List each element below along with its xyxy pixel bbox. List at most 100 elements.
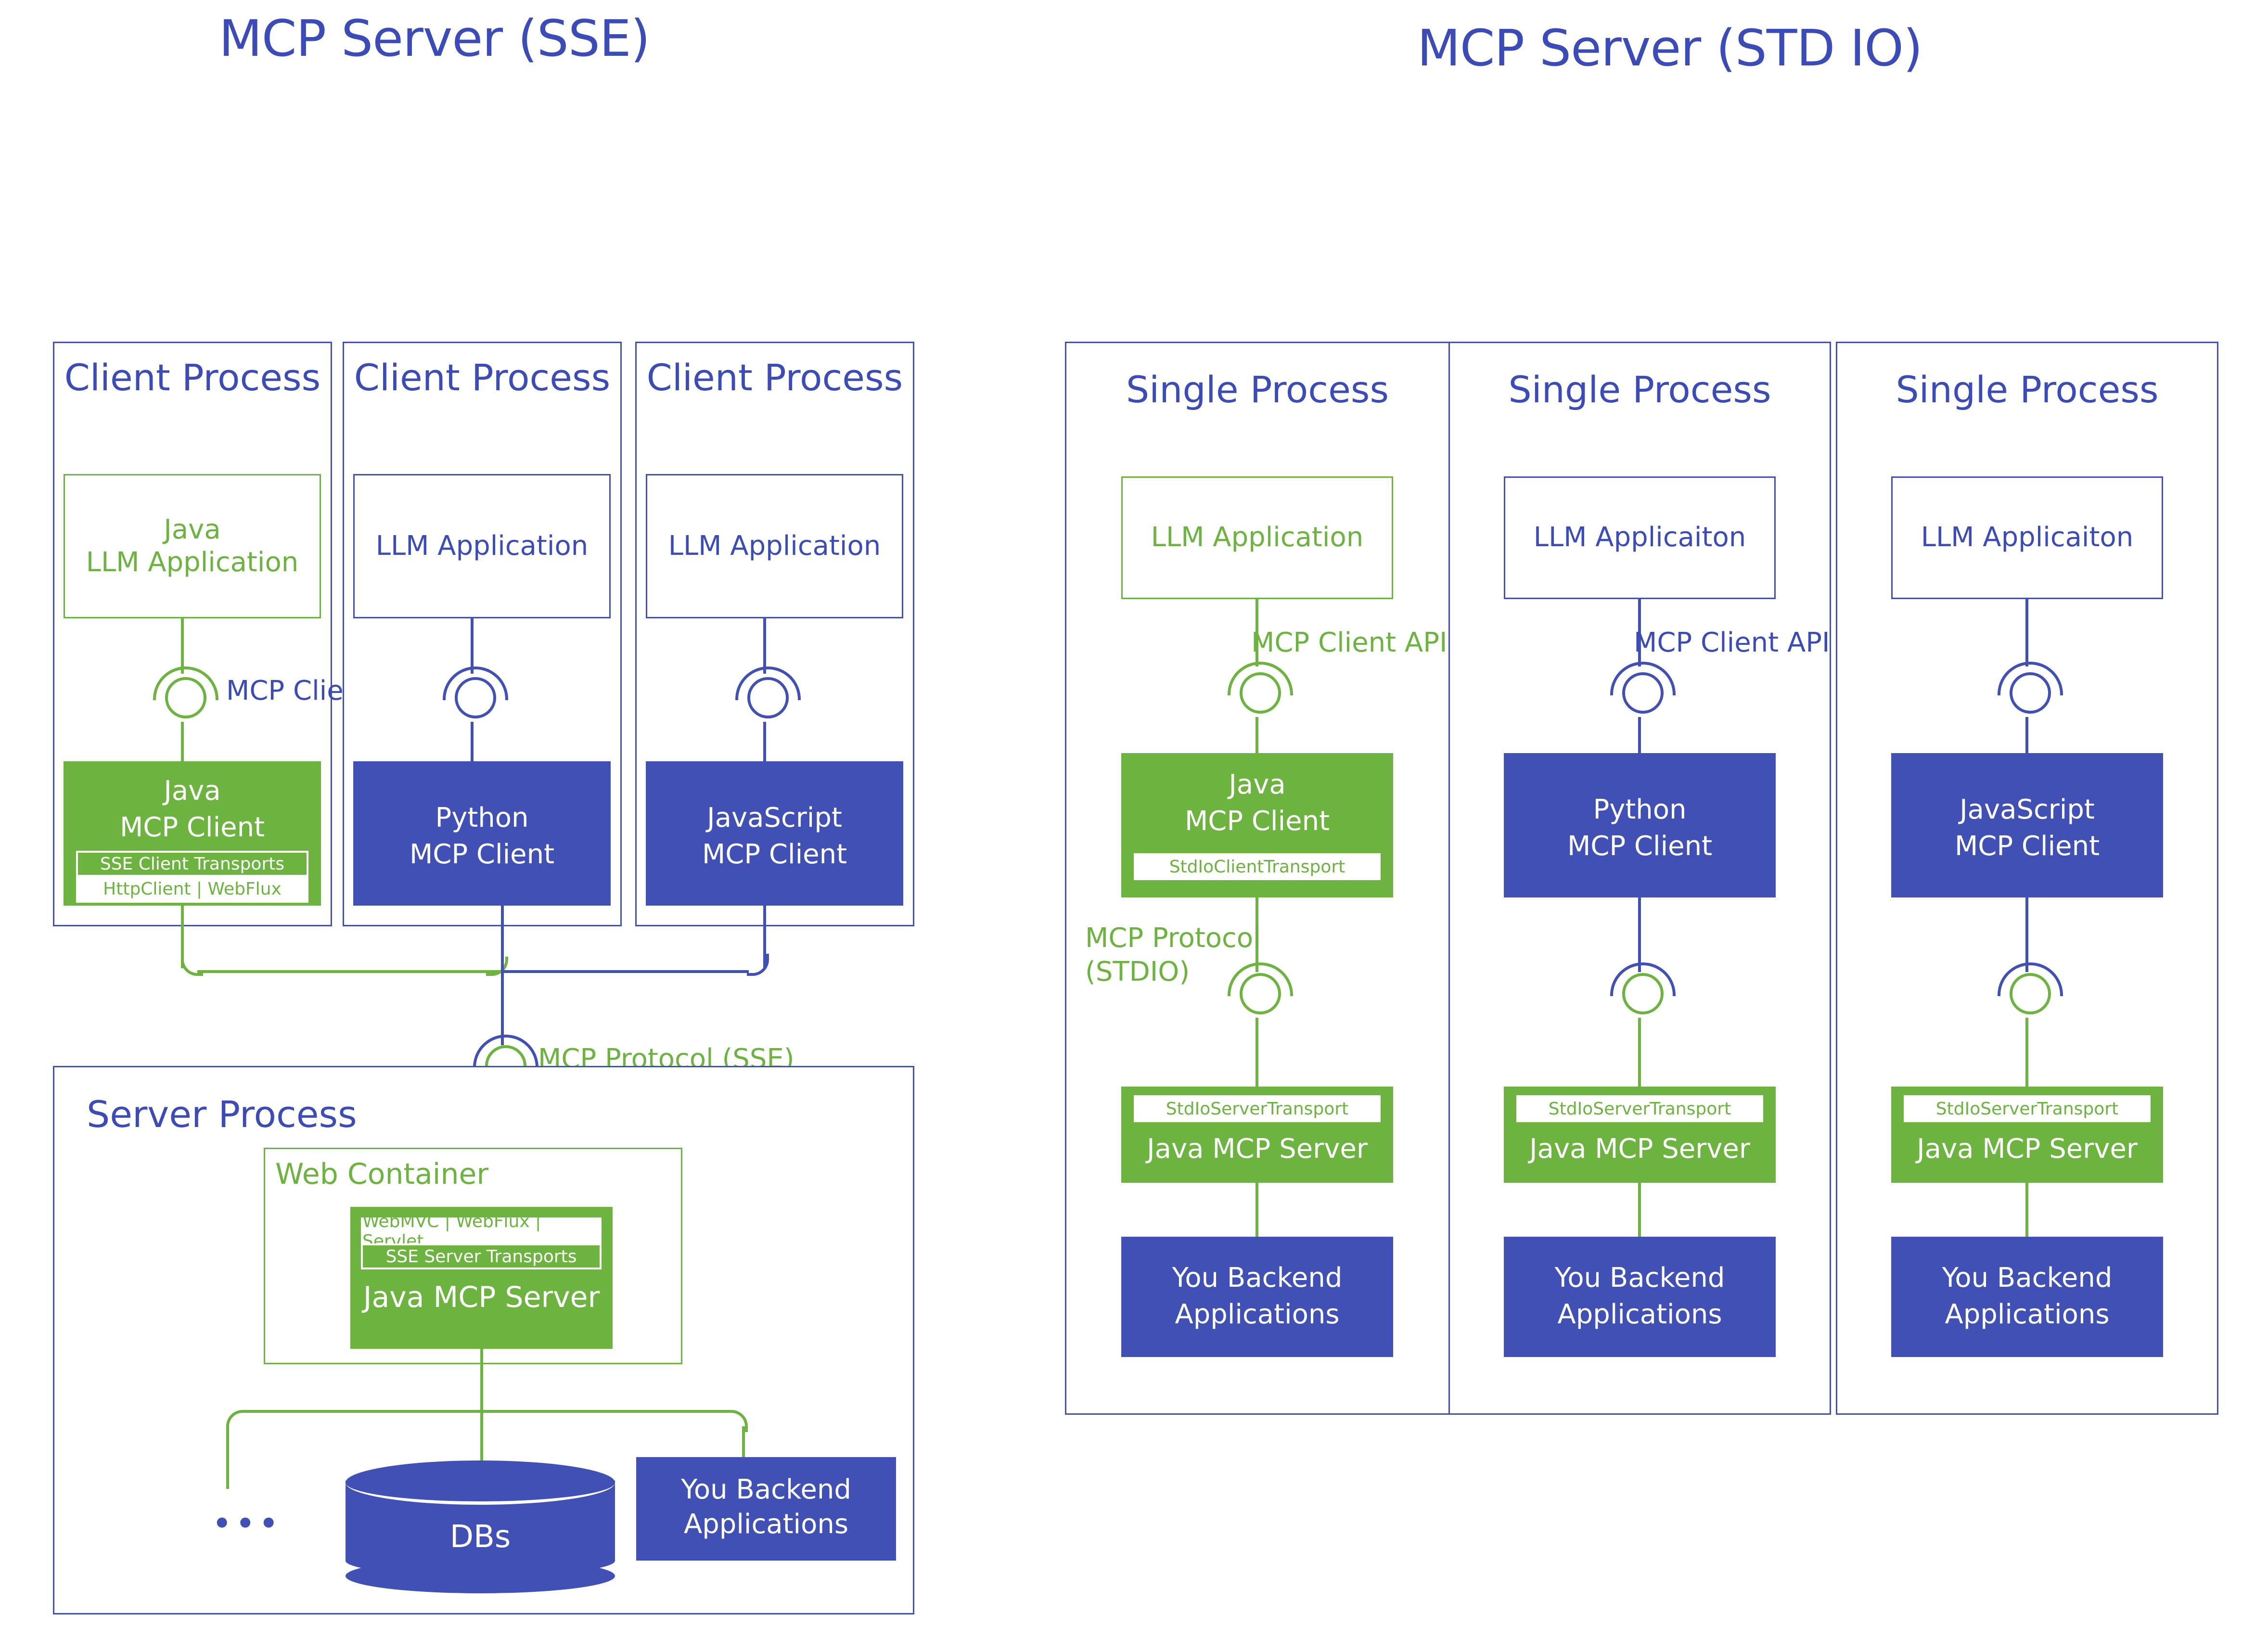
backend-elbow-left [226, 1410, 248, 1432]
stdio-line-app2-b [1638, 717, 1641, 756]
stdio-client-1-line1: Java [1229, 769, 1286, 800]
mcp-client-2-line1: Python [435, 802, 529, 833]
connector-line-app1 [181, 618, 184, 674]
right-diagram-title: MCP Server (STD IO) [1417, 19, 1923, 77]
stdio-proto-line-1 [1256, 897, 1258, 972]
stdio-server-backend-line-3 [2025, 1183, 2028, 1238]
stdio-client-api-label-1: MCP Client API [1251, 627, 1448, 658]
java-mcp-server-box-sse: WebMVC | WebFlux | Servlet SSE Server Tr… [350, 1207, 613, 1349]
backend-apps-sse-line1: You Backend [681, 1474, 851, 1505]
llm-application-box-3: LLM Application [646, 474, 903, 618]
mcp-client-1-line2: MCP Client [119, 812, 265, 843]
connector-line-app3 [763, 618, 766, 674]
stdio-mcp-client-box-1: Java MCP Client StdIoClientTransport [1121, 753, 1393, 897]
bus-line-client3-down [763, 906, 766, 968]
mcp-client-2-line2: MCP Client [409, 839, 555, 870]
sse-server-transports-detail: WebMVC | WebFlux | Servlet [361, 1212, 602, 1251]
client-process-2-label: Client Process [354, 356, 611, 399]
stdio-protocol-connector-2 [1609, 962, 1676, 1024]
database-label: DBs [449, 1519, 511, 1555]
stdio-proto-line-3b [2025, 1018, 2028, 1090]
stdio-java-server-label-3: Java MCP Server [1917, 1133, 2138, 1165]
mcp-client-box-2: Python MCP Client [353, 761, 611, 906]
stdio-server-transport-1: StdIoServerTransport [1134, 1095, 1381, 1122]
stdio-client-api-label-2: MCP Client API [1634, 627, 1830, 658]
connector-line-app2-b [471, 722, 474, 763]
backend-line-center-db [480, 1410, 483, 1477]
stdio-backend-3-line2: Applications [1945, 1299, 2110, 1330]
llm-application-box-2: LLM Application [353, 474, 611, 618]
client-process-1-label: Client Process [64, 356, 321, 399]
stdio-client-api-connector-2 [1609, 662, 1676, 723]
stdio-line-app2 [1638, 599, 1641, 666]
stdio-java-server-label-1: Java MCP Server [1147, 1133, 1368, 1165]
bus-line-blue-left [501, 970, 749, 973]
client-process-3-label: Client Process [646, 356, 903, 399]
stdio-llm-app-box-1: LLM Application [1121, 476, 1393, 599]
stdio-backend-2-line2: Applications [1557, 1299, 1722, 1330]
stdio-llm-app-box-2: LLM Applicaiton [1504, 476, 1776, 599]
single-process-3-label: Single Process [1896, 368, 2159, 411]
stdio-line-app3-b [2025, 717, 2028, 756]
stdio-backend-box-3: You Backend Applications [1891, 1237, 2163, 1357]
bus-elbow-green-center [486, 957, 508, 976]
mcp-client-3-line2: MCP Client [702, 839, 847, 870]
stdio-line-app1-b [1256, 717, 1258, 756]
stdio-client-2-line2: MCP Client [1567, 831, 1713, 862]
server-down-line [480, 1349, 483, 1426]
stdio-llm-app-1-label: LLM Application [1151, 522, 1364, 553]
bus-elbow-client1 [181, 954, 203, 976]
stdio-java-mcp-server-box-1: StdIoServerTransport Java MCP Server [1121, 1087, 1393, 1183]
stdio-backend-2-line1: You Backend [1554, 1262, 1725, 1293]
mcp-client-api-connector-2 [442, 666, 508, 728]
backend-line-left-down [226, 1426, 229, 1489]
stdio-client-3-line1: JavaScript [1960, 794, 2095, 825]
database-cylinder: DBs [346, 1460, 615, 1593]
mcp-client-api-connector-1 [152, 666, 218, 728]
stdio-client-api-connector-3 [1997, 662, 2063, 723]
backend-line-right-down [742, 1426, 745, 1477]
backend-apps-sse-line2: Applications [683, 1509, 849, 1540]
backend-elbow-right [726, 1410, 748, 1432]
single-process-2-label: Single Process [1508, 368, 1771, 411]
stdio-proto-line-2 [1638, 897, 1641, 972]
bus-elbow-client3 [747, 954, 769, 976]
stdio-llm-app-2-label: LLM Applicaiton [1533, 522, 1746, 553]
backend-line-right [480, 1410, 728, 1413]
stdio-proto-line-3 [2025, 897, 2028, 972]
stdio-java-mcp-server-box-2: StdIoServerTransport Java MCP Server [1504, 1087, 1776, 1183]
stdio-server-transport-3: StdIoServerTransport [1904, 1095, 2151, 1122]
bus-line-client1-down [181, 906, 184, 968]
stdio-backend-1-line1: You Backend [1172, 1262, 1343, 1293]
stdio-llm-app-3-label: LLM Applicaiton [1921, 522, 2134, 553]
server-process-label: Server Process [87, 1092, 357, 1136]
llm-app-1-line2: LLM Application [86, 547, 299, 578]
connector-line-app1-b [181, 722, 184, 763]
stdio-client-api-connector-1 [1227, 662, 1293, 723]
mcp-client-box-3: JavaScript MCP Client [646, 761, 903, 906]
sse-server-transports-title: SSE Server Transports [361, 1243, 602, 1269]
java-mcp-server-label-sse: Java MCP Server [363, 1280, 600, 1314]
stdio-protocol-1-line1: MCP Protocol [1085, 922, 1261, 954]
stdio-protocol-1-line2: (STDIO) [1085, 956, 1190, 987]
sse-client-transports-title: SSE Client Transports [76, 851, 308, 877]
stdio-proto-line-1b [1256, 1018, 1258, 1090]
left-diagram-title: MCP Server (SSE) [219, 9, 650, 68]
backend-line-left [243, 1410, 483, 1413]
mcp-client-api-connector-3 [734, 666, 801, 728]
bus-line-client2-down [501, 906, 504, 1045]
stdio-backend-3-line1: You Backend [1942, 1262, 2113, 1293]
backend-applications-box-sse: You Backend Applications [636, 1457, 896, 1561]
stdio-backend-1-line2: Applications [1175, 1299, 1340, 1330]
stdio-llm-app-box-3: LLM Applicaiton [1891, 476, 2163, 599]
connector-line-app3-b [763, 722, 766, 763]
stdio-client-transport-1: StdIoClientTransport [1134, 853, 1381, 880]
stdio-mcp-client-box-2: Python MCP Client [1504, 753, 1776, 897]
stdio-server-transport-2: StdIoServerTransport [1516, 1095, 1763, 1122]
stdio-backend-box-1: You Backend Applications [1121, 1237, 1393, 1357]
stdio-server-backend-line-1 [1256, 1183, 1258, 1238]
stdio-java-mcp-server-box-3: StdIoServerTransport Java MCP Server [1891, 1087, 2163, 1183]
stdio-client-1-line2: MCP Client [1184, 806, 1330, 837]
stdio-backend-box-2: You Backend Applications [1504, 1237, 1776, 1357]
